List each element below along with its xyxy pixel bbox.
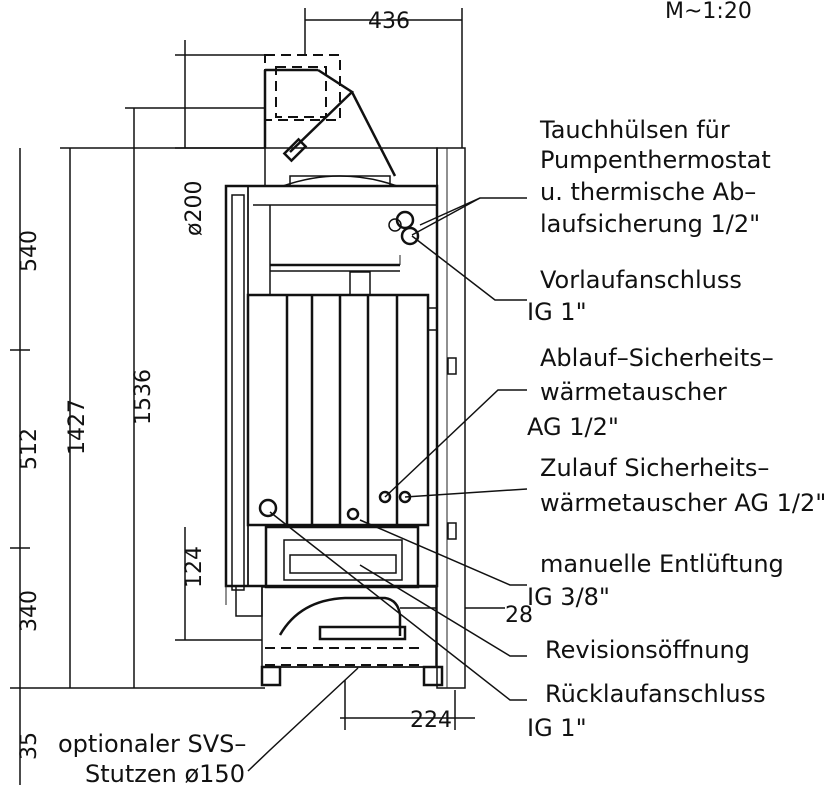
dim-seg-base: 124 — [182, 546, 207, 588]
dim-height-body: 1427 — [65, 399, 90, 455]
dim-seg-upper: 540 — [17, 230, 42, 272]
dim-bottom-width: 224 — [410, 708, 452, 733]
svg-text:Zulauf Sicherheits–: Zulauf Sicherheits– — [540, 454, 769, 482]
dim-seg-middle: 512 — [17, 428, 42, 470]
svg-text:Tauchhülsen für: Tauchhülsen für — [539, 116, 730, 144]
dim-seg-foot: 35 — [17, 732, 42, 760]
svg-text:IG 1": IG 1" — [527, 714, 587, 742]
heater-body — [224, 147, 466, 689]
label-svs-stutzen: optionaler SVS– Stutzen ø150 — [58, 730, 246, 785]
label-ablauf: Ablauf–Sicherheits– wärmetauscher AG 1/2… — [527, 344, 774, 441]
dim-side-offset: 28 — [505, 603, 533, 628]
leader-lines — [247, 197, 528, 772]
svg-text:Rücklaufanschluss: Rücklaufanschluss — [545, 680, 766, 708]
svg-text:manuelle Entlüftung: manuelle Entlüftung — [540, 550, 784, 578]
dimension-lines — [10, 8, 505, 785]
svg-text:wärmetauscher AG 1/2": wärmetauscher AG 1/2" — [540, 489, 826, 517]
svg-text:IG 1": IG 1" — [527, 298, 587, 326]
svg-text:optionaler SVS–: optionaler SVS– — [58, 730, 246, 758]
svg-text:Pumpenthermostat: Pumpenthermostat — [540, 146, 771, 174]
svg-text:Vorlaufanschluss: Vorlaufanschluss — [540, 266, 742, 294]
svg-text:u. thermische Ab–: u. thermische Ab– — [540, 178, 756, 206]
svg-text:Ablauf–Sicherheits–: Ablauf–Sicherheits– — [540, 344, 774, 372]
label-entlueftung: manuelle Entlüftung IG 3/8" — [527, 550, 784, 611]
dim-height-total: 1536 — [131, 369, 156, 425]
label-vorlauf: Vorlaufanschluss IG 1" — [527, 266, 742, 326]
dim-seg-lower: 340 — [17, 590, 42, 632]
flue-pipe — [263, 68, 397, 177]
label-ruecklauf: Rücklaufanschluss IG 1" — [527, 680, 766, 742]
label-revision: Revisionsöffnung — [545, 636, 750, 664]
svg-text:IG 3/8": IG 3/8" — [527, 583, 610, 611]
svg-text:wärmetauscher: wärmetauscher — [540, 378, 727, 406]
svg-text:AG 1/2": AG 1/2" — [527, 413, 619, 441]
svg-text:Stutzen ø150: Stutzen ø150 — [85, 760, 245, 785]
svg-text:laufsicherung 1/2": laufsicherung 1/2" — [540, 210, 760, 238]
label-tauchhuelsen: Tauchhülsen für Pumpenthermostat u. ther… — [539, 116, 771, 238]
dim-top-width: 436 — [368, 9, 410, 34]
label-zulauf: Zulauf Sicherheits– wärmetauscher AG 1/2… — [540, 454, 826, 517]
scale-label: M~1:20 — [665, 0, 752, 24]
dim-flue-diameter: ø200 — [182, 181, 207, 236]
